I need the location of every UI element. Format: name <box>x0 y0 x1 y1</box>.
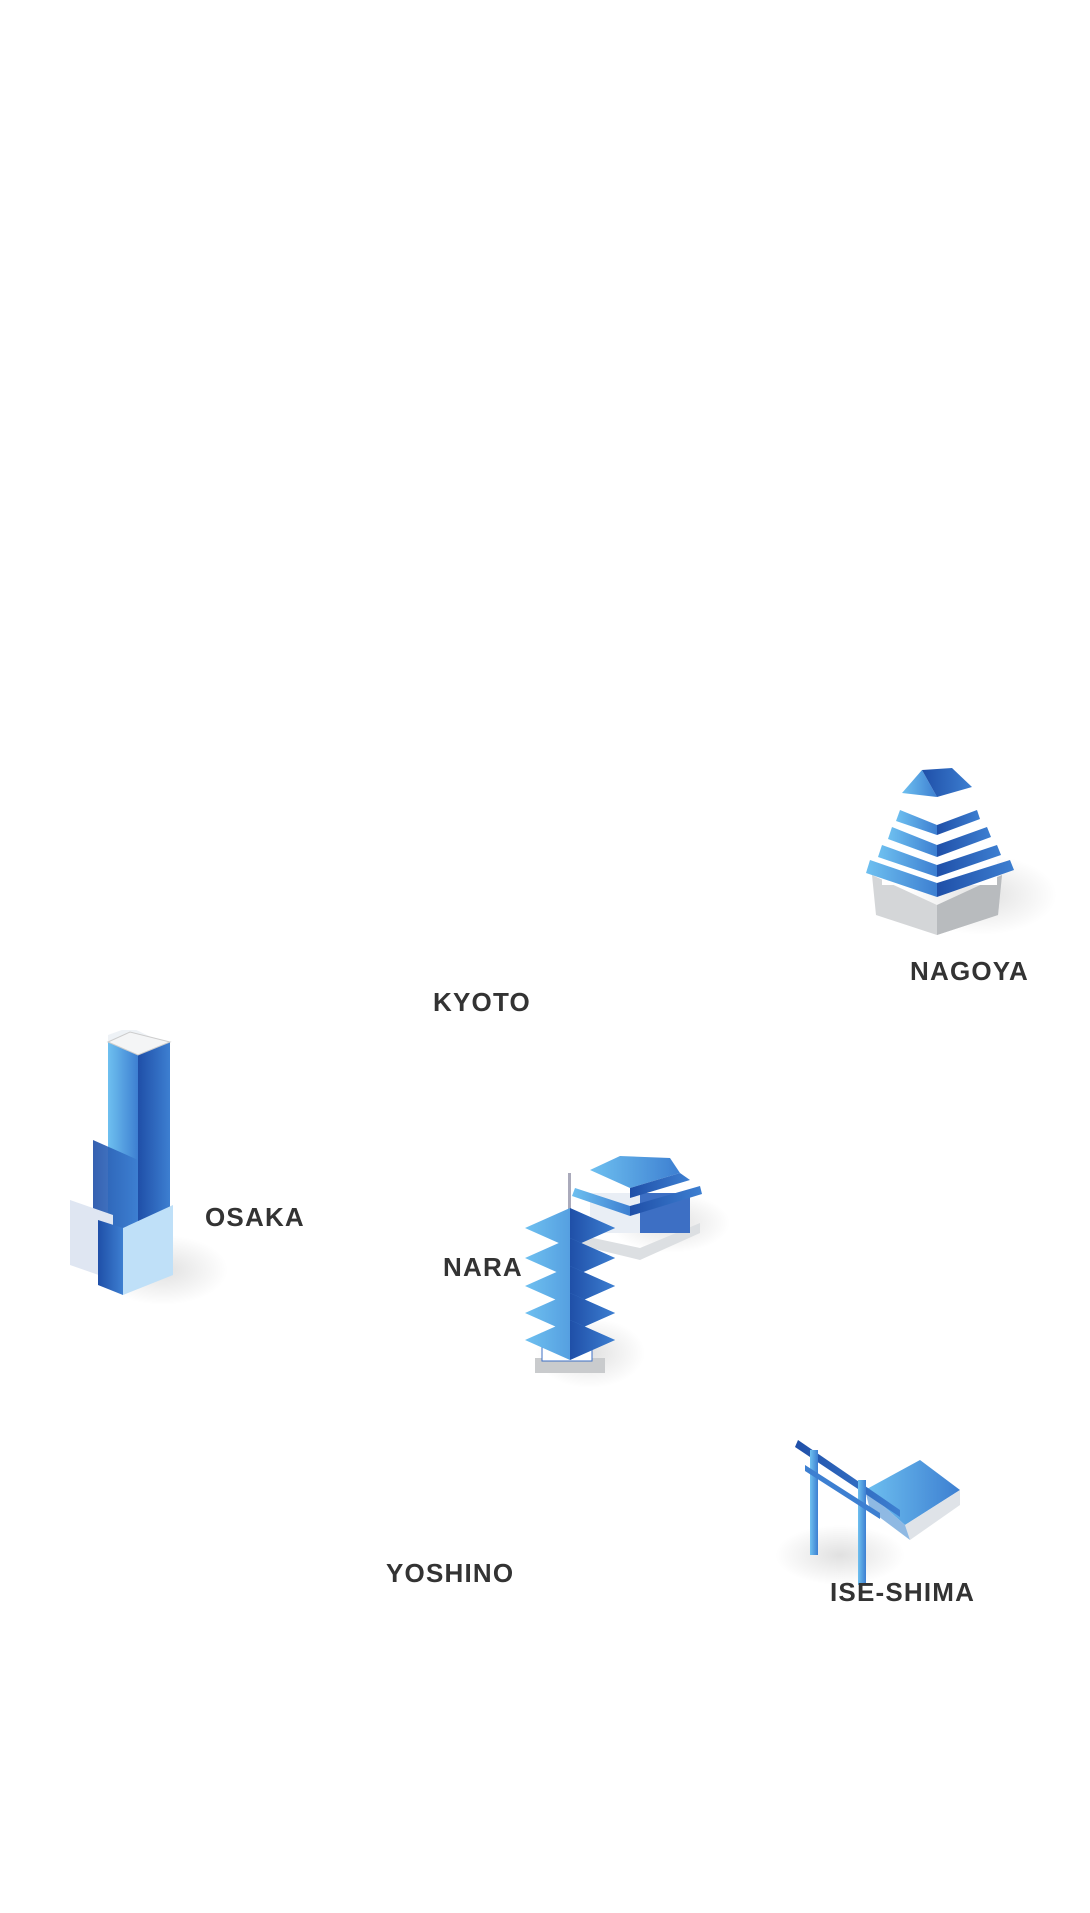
castle-icon <box>866 768 1057 935</box>
pagoda-temple-icon <box>525 1156 730 1388</box>
city-label-nagoya[interactable]: NAGOYA <box>910 956 1029 986</box>
city-label-ise-shima[interactable]: ISE-SHIMA <box>830 1577 976 1607</box>
city-label-kyoto[interactable]: KYOTO <box>433 987 531 1017</box>
skyscraper-icon <box>70 1030 228 1305</box>
city-label-nara[interactable]: NARA <box>443 1252 523 1282</box>
city-label-yoshino[interactable]: YOSHINO <box>386 1558 515 1588</box>
city-label-osaka[interactable]: OSAKA <box>205 1202 305 1232</box>
torii-shrine-icon <box>775 1440 960 1585</box>
